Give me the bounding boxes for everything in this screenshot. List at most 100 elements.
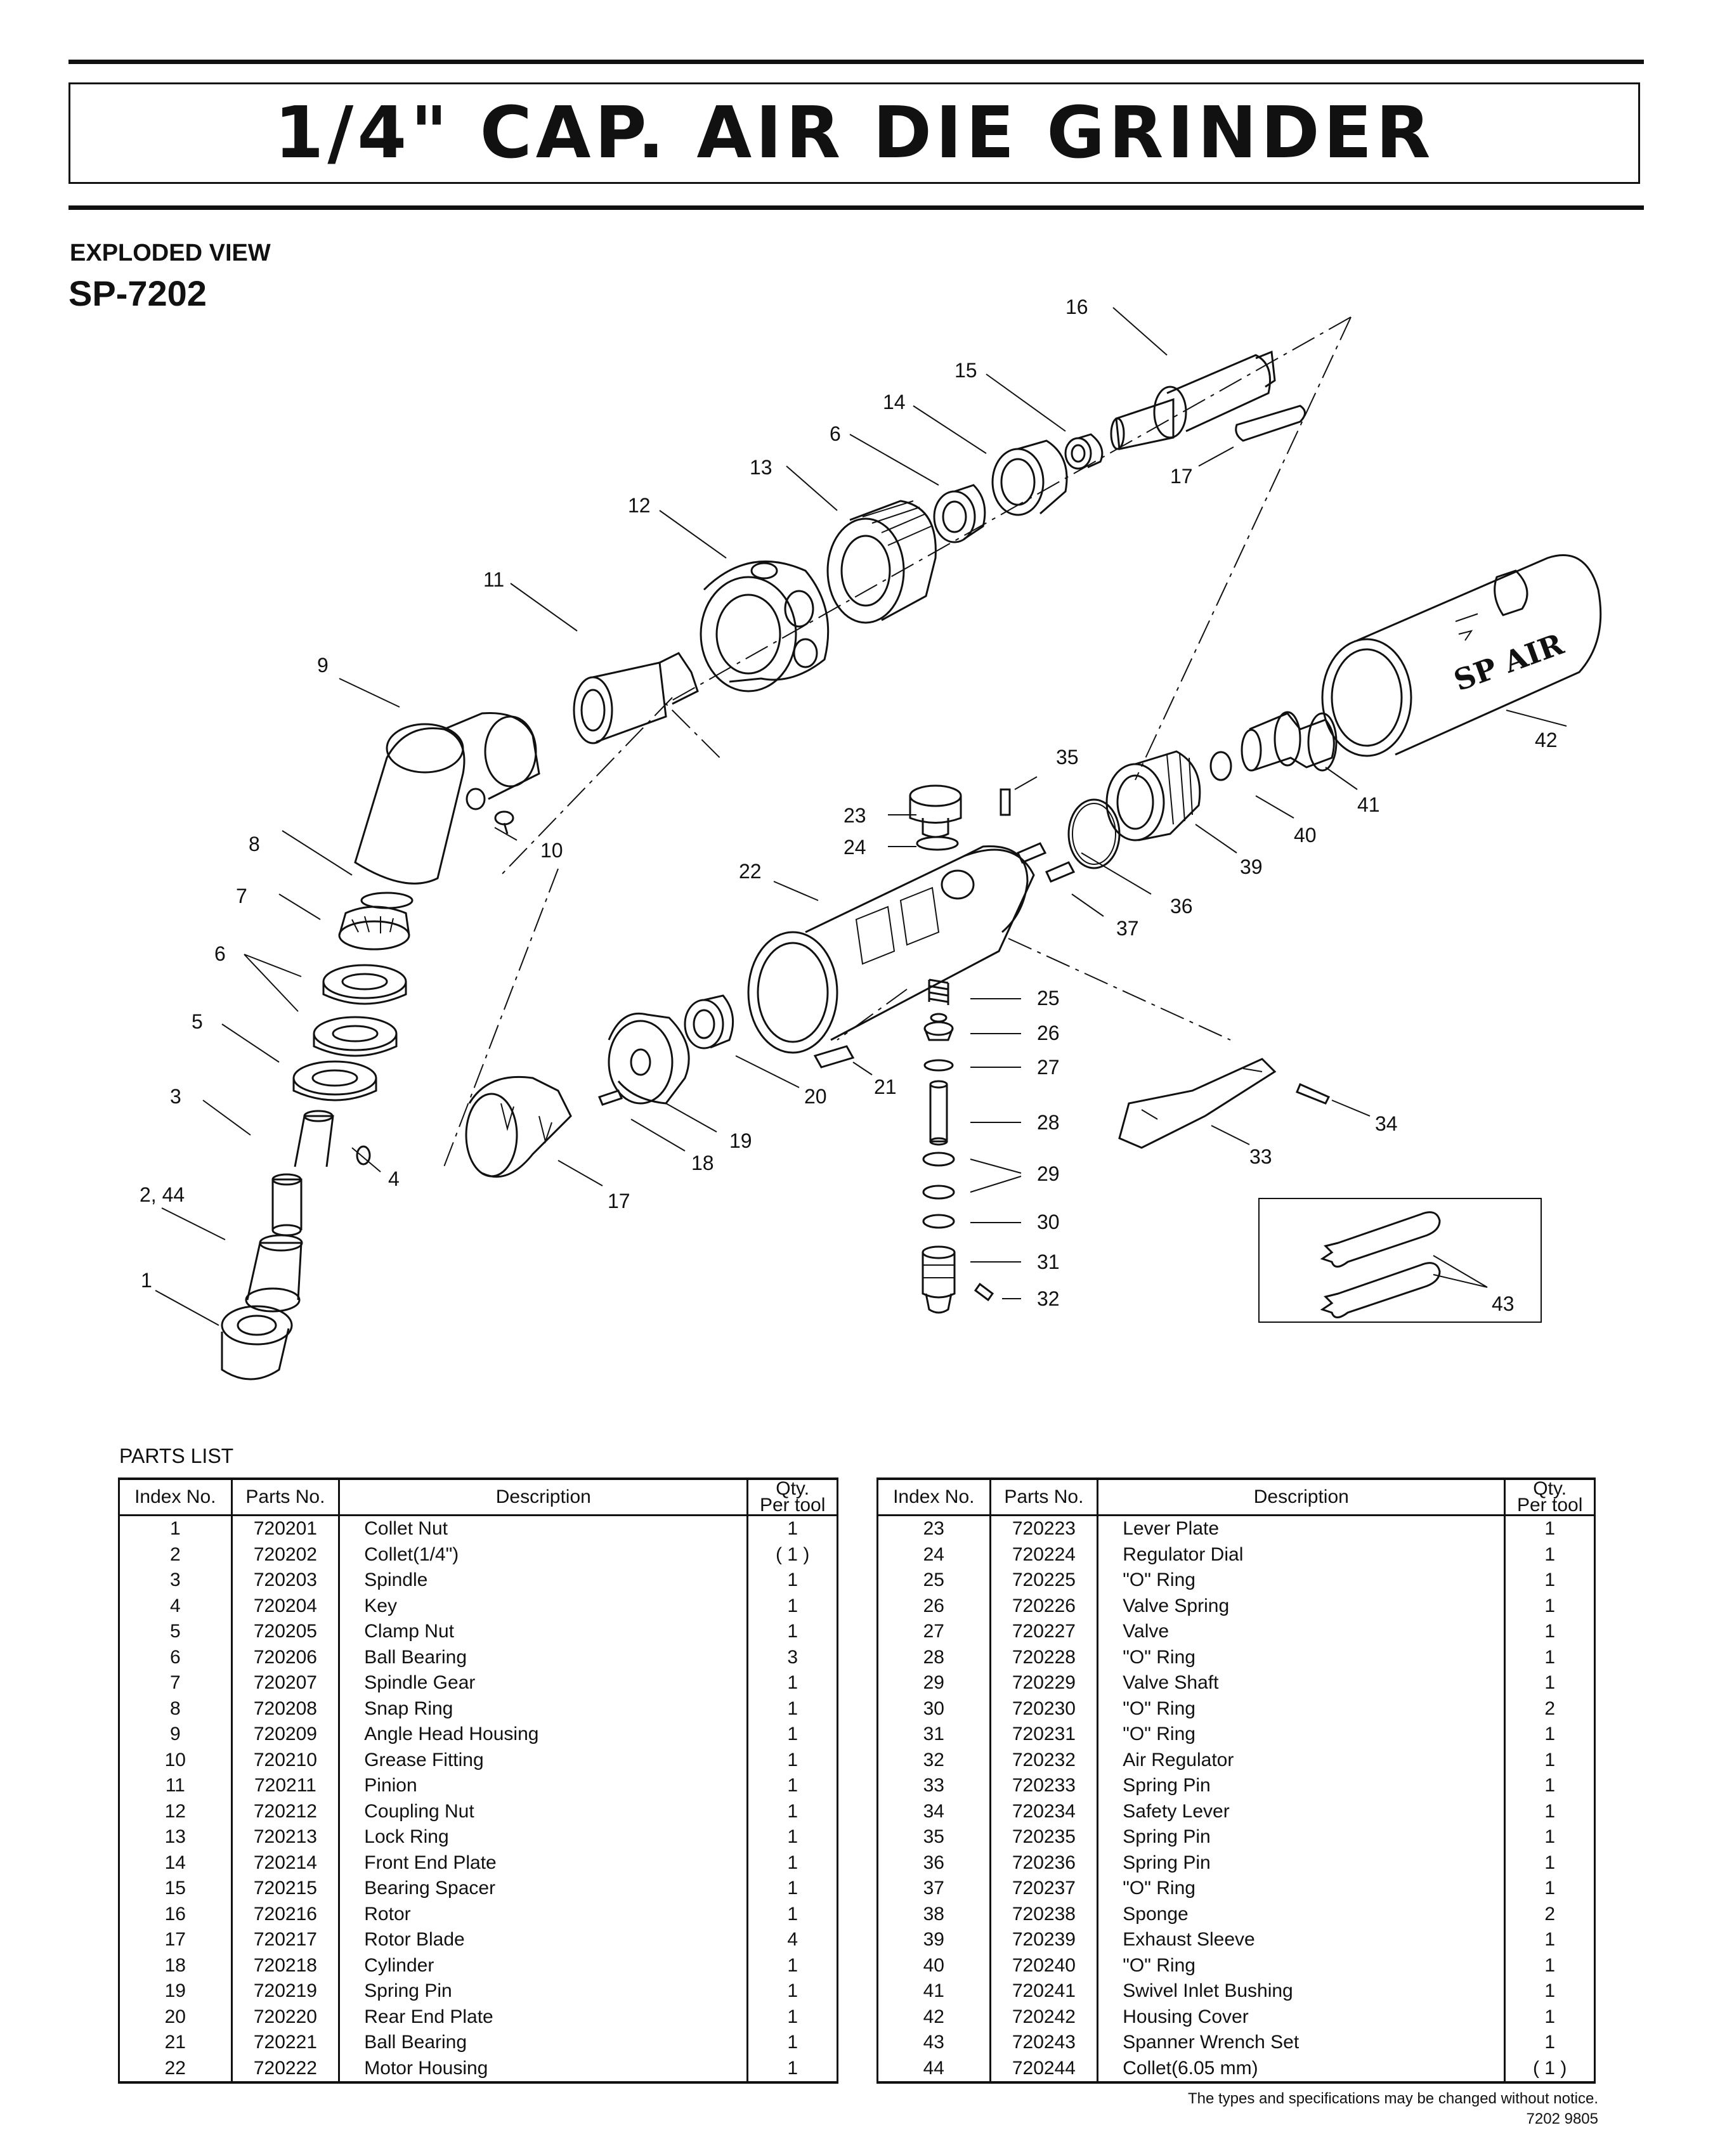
callout-18: 17 [608,1190,630,1212]
parts-table-left: Index No. Parts No. Description Qty.Per … [118,1477,838,2084]
cell-qty: 1 [746,1593,838,1619]
parts-table-right: Index No. Parts No. Description Qty.Per … [876,1477,1596,2084]
cell-qty: 1 [746,1978,838,2004]
front-end-plate-part [991,439,1068,516]
callout-14: 14 [883,391,906,413]
cell-description: Pinion [338,1773,749,1799]
lever-plate-part [813,1045,855,1068]
cell-parts-no: 720205 [230,1619,341,1645]
cell-index: 44 [876,2055,991,2084]
cell-index: 21 [118,2030,233,2056]
callout-34: 33 [1249,1145,1272,1168]
cell-parts-no: 720239 [989,1927,1099,1953]
callout-22: 22 [739,860,762,883]
cell-description: Safety Lever [1097,1798,1506,1824]
sponge-part [1045,861,1076,883]
cell-parts-no: 720232 [989,1747,1099,1773]
parts-list-label: PARTS LIST [119,1445,234,1467]
callout-5: 5 [192,1010,203,1033]
cell-description: "O" Ring [1097,1952,1506,1978]
cell-description: "O" Ring [1097,1722,1506,1748]
cell-index: 8 [118,1696,233,1722]
angle-head-housing-part [354,711,540,885]
cell-index: 28 [876,1644,991,1670]
cell-qty: 1 [1504,1850,1596,1876]
cell-description: Rotor [338,1901,749,1927]
cell-description: Angle Head Housing [338,1722,749,1748]
callout-35: 34 [1375,1112,1398,1135]
callout-17: 17 [1170,465,1193,488]
bearing-spacer-part [1064,433,1104,470]
o-ring-part [916,836,959,851]
cell-parts-no: 720225 [989,1568,1099,1594]
cell-qty: 1 [746,2004,838,2030]
callout-40: 40 [1294,824,1317,847]
cell-description: Grease Fitting [338,1747,749,1773]
cell-index: 39 [876,1927,991,1953]
callout-19: 18 [691,1152,714,1174]
cell-description: Spindle [338,1568,749,1594]
cell-description: "O" Ring [1097,1876,1506,1902]
cell-parts-no: 720235 [989,1824,1099,1850]
cell-parts-no: 720209 [230,1722,341,1748]
spindle-part [271,1110,334,1237]
swivel-inlet-bushing-part [1241,711,1338,772]
cell-qty: 3 [746,1644,838,1670]
cell-qty: 1 [746,1747,838,1773]
callout-8: 8 [249,833,260,855]
callout-31: 30 [1037,1211,1060,1233]
guide-line [443,868,559,1167]
callout-6a: 6 [214,942,226,965]
collet-part [245,1234,303,1313]
cell-parts-no: 720206 [230,1644,341,1670]
o-ring-part [922,1185,955,1200]
cell-qty: 1 [1504,1798,1596,1824]
cell-description: Spring Pin [1097,1773,1506,1799]
spring-pin-part [974,1282,994,1302]
cell-qty: 1 [1504,1978,1596,2004]
valve-spring-part [928,978,949,1005]
callout-43: 43 [1492,1292,1515,1315]
cell-parts-no: 720227 [989,1619,1099,1645]
rotor-blade-part [1235,405,1306,442]
cell-parts-no: 720219 [230,1978,341,2004]
callout-7: 7 [236,885,247,907]
cell-parts-no: 720244 [989,2055,1099,2084]
col-qty: Qty.Per tool [746,1477,838,1516]
cell-description: Sponge [1097,1901,1506,1927]
cell-index: 22 [118,2055,233,2084]
spring-pin-part [597,1089,623,1106]
cell-parts-no: 720233 [989,1773,1099,1799]
callout-15: 15 [954,359,977,382]
table-header-row: Index No. Parts No. Description Qty.Per … [876,1477,1596,1516]
cell-index: 7 [118,1670,233,1696]
lock-ring-part [826,500,937,624]
cell-qty: 1 [1504,1542,1596,1568]
cell-qty: 1 [1504,2030,1596,2056]
cell-index: 24 [876,1542,991,1568]
cell-parts-no: 720211 [230,1773,341,1799]
collet-nut-part [221,1305,293,1380]
cell-qty: 1 [1504,1927,1596,1953]
pinion-part [573,652,699,744]
o-ring-part [923,1059,954,1072]
cell-parts-no: 720201 [230,1515,341,1542]
cell-index: 35 [876,1824,991,1850]
cell-description: Key [338,1593,749,1619]
callout-9: 9 [317,654,329,677]
